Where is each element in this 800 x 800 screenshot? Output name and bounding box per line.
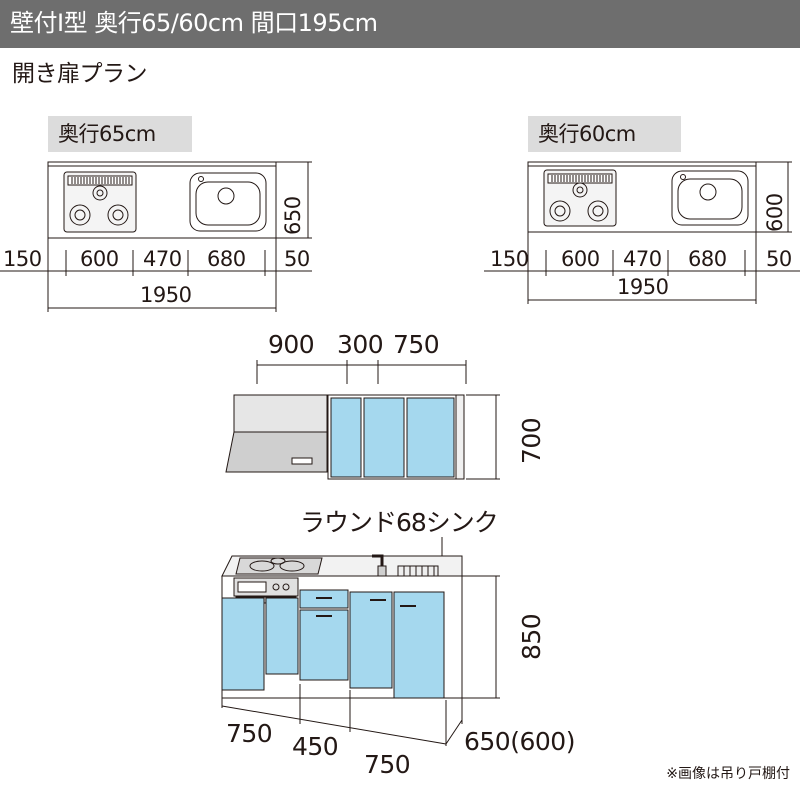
footnote: ※画像は吊り戸棚付 <box>666 766 790 782</box>
plan-65-total: 1950 <box>140 283 191 307</box>
wall-height-700: 700 <box>517 418 546 464</box>
plan-60-segment-50: 50 <box>766 247 792 271</box>
gas-burner-icon <box>63 171 137 233</box>
plan-65-segment-150: 150 <box>3 247 42 271</box>
plan-title: 開き扉プラン <box>12 61 148 87</box>
plan-65-segment-470: 470 <box>143 247 182 271</box>
wall-width-750: 750 <box>393 330 439 359</box>
gas-burner-icon <box>235 557 323 575</box>
plan-60-segment-470: 470 <box>623 247 662 271</box>
base-height-850: 850 <box>517 614 546 660</box>
base-width-750-left: 750 <box>226 719 272 748</box>
plan-60-segment-600: 600 <box>561 247 600 271</box>
plan-65-segment-50: 50 <box>284 247 310 271</box>
depth-65-badge: 奥行65cm <box>48 116 192 152</box>
gas-burner-icon <box>543 169 617 227</box>
sink-basin-icon <box>671 170 749 226</box>
plan-65-segment-680: 680 <box>207 247 246 271</box>
header-bar: 壁付I型 奥行65/60cm 間口195cm <box>0 0 800 48</box>
plan-60-total: 1950 <box>617 275 668 299</box>
wall-width-900: 900 <box>268 330 314 359</box>
plan-65-depth: 650 <box>281 196 305 235</box>
wall-width-300: 300 <box>337 330 383 359</box>
sink-label: ラウンド68シンク <box>300 508 499 537</box>
range-hood-icon <box>225 394 328 473</box>
wall-cabinet-doors <box>327 394 465 480</box>
plan-60-segment-680: 680 <box>688 247 727 271</box>
plan-65-segment-600: 600 <box>80 247 119 271</box>
plan-60-depth: 600 <box>763 193 787 232</box>
base-width-450: 450 <box>292 732 338 761</box>
header-title: 壁付I型 奥行65/60cm 間口195cm <box>10 9 378 37</box>
plan-60-segment-150: 150 <box>490 247 529 271</box>
base-width-750-right: 750 <box>364 750 410 779</box>
base-depth: 650(600) <box>464 727 575 756</box>
base-cabinet-doors <box>221 589 445 699</box>
depth-60-badge: 奥行60cm <box>528 116 681 152</box>
sink-basin-icon <box>189 172 267 232</box>
